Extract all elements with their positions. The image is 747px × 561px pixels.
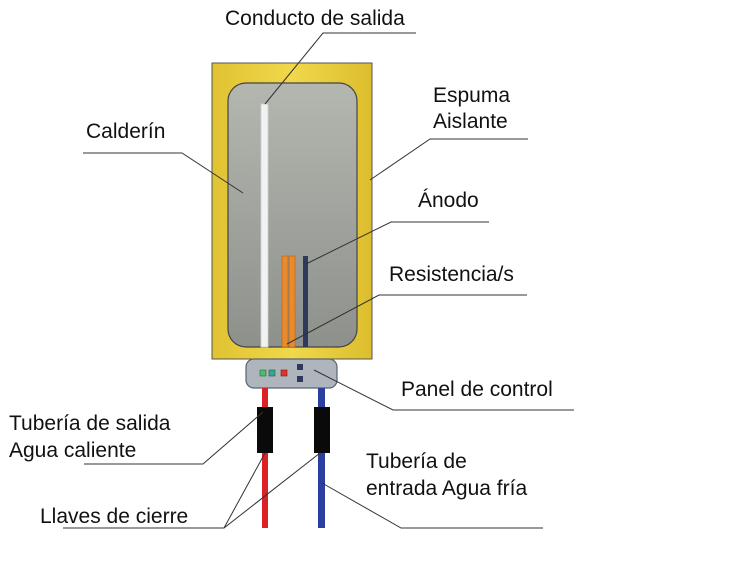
label-espuma-line1: Espuma: [433, 84, 510, 107]
hot-water-pipe: [262, 388, 268, 528]
label-resistencia: Resistencia/s: [389, 263, 514, 286]
label-tuberia-salida-line2: Agua caliente: [9, 439, 136, 462]
label-espuma-line2: Aislante: [433, 110, 508, 133]
anode: [303, 256, 308, 347]
label-anodo: Ánodo: [418, 189, 479, 212]
leader-espuma: [369, 138, 528, 181]
control-panel: [245, 358, 338, 389]
leader-calderin: [83, 152, 244, 194]
control-button-bottom: [297, 376, 303, 382]
hot-pipe-valve: [257, 407, 273, 453]
label-tuberia-entrada-line1: Tubería de: [366, 450, 467, 473]
leader-tuberia-entrada: [321, 482, 543, 529]
label-panel-control: Panel de control: [401, 378, 553, 401]
leader-conducto-salida: [264, 32, 416, 105]
resistor-2: [288, 255, 296, 348]
resistor-1: [281, 255, 289, 348]
label-conducto-salida: Conducto de salida: [225, 7, 405, 30]
cold-pipe-valve: [314, 407, 330, 453]
indicator-green-light: [259, 369, 267, 377]
leader-anodo: [305, 221, 489, 265]
leader-panel-control: [313, 369, 574, 411]
leader-resistencia: [286, 294, 527, 345]
outlet-tube: [260, 103, 269, 348]
indicator-teal-light: [268, 369, 276, 377]
control-button-top: [297, 364, 303, 370]
indicator-red-light: [280, 369, 288, 377]
label-calderin: Calderín: [86, 120, 165, 143]
label-tuberia-entrada-line2: entrada Agua fría: [366, 477, 527, 500]
leader-tuberia-salida: [84, 411, 264, 465]
cold-water-pipe: [318, 388, 325, 528]
leader-llaves-cold: [223, 452, 321, 529]
label-llaves-cierre: Llaves de cierre: [40, 505, 188, 528]
label-tuberia-salida-line1: Tubería de salida: [9, 412, 171, 435]
